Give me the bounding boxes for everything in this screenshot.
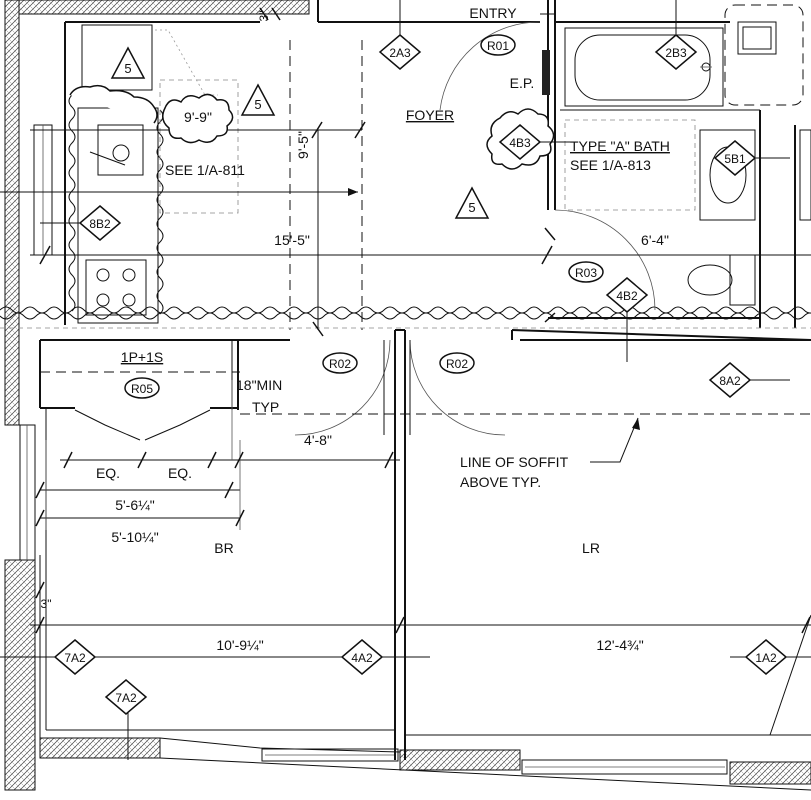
dim-18-min: 18"MIN (236, 377, 282, 393)
svg-text:R02: R02 (329, 357, 351, 371)
tag-8a2: 8A2 (708, 362, 790, 398)
dim-3-top: 3" (257, 11, 271, 22)
svg-text:4B2: 4B2 (616, 289, 638, 303)
svg-text:2B3: 2B3 (665, 46, 687, 60)
soffit-note-1: LINE OF SOFFIT (460, 454, 569, 470)
svg-text:7A2: 7A2 (115, 691, 137, 705)
tag-4b3: 4B3 (498, 124, 572, 160)
svg-text:5: 5 (124, 61, 131, 76)
tag-8b2: 8B2 (40, 205, 122, 241)
tag-2a3: 2A3 (378, 0, 422, 70)
dim-4-8: 4'-8" (304, 432, 332, 448)
lr-label: LR (582, 540, 600, 556)
exterior-wall-top (18, 0, 310, 15)
tag-2b3: 2B3 (654, 0, 698, 70)
tag-7a2-b: 7A2 (104, 679, 148, 715)
bathtub (564, 27, 724, 107)
exterior-wall-bottom (39, 737, 811, 785)
svg-text:R01: R01 (487, 39, 509, 53)
dim-15-5: 15'-5" (274, 232, 310, 248)
exterior-wall-left (4, 0, 36, 791)
window-left (19, 124, 53, 561)
tag-5b1: 5B1 (713, 140, 790, 176)
break-line (0, 306, 811, 320)
room-tag-r03: R03 (568, 261, 604, 283)
stove (85, 259, 147, 316)
mechanical-box (724, 4, 804, 106)
revision-triangle-2: 5 (240, 83, 276, 116)
dim-18-typ: TYP (252, 399, 279, 415)
svg-text:R05: R05 (131, 382, 153, 396)
kitchen-ref-label: SEE 1/A-811 (165, 162, 245, 178)
vanity (699, 129, 811, 221)
electrical-panel (542, 50, 550, 95)
room-tag-r01: R01 (480, 34, 516, 56)
revision-cloud-9-9 (162, 93, 234, 144)
svg-text:4B3: 4B3 (509, 136, 531, 150)
dim-10-9: 10'-9¼" (216, 637, 263, 653)
kitchen-sink (89, 124, 144, 176)
closet-label: 1P+1S (121, 349, 163, 365)
window-bottom (159, 737, 811, 791)
room-tag-r02-br: R02 (322, 352, 358, 374)
room-tag-r02-lr: R02 (439, 352, 475, 374)
dim-12-4: 12'-4¾" (596, 637, 643, 653)
revision-triangle-1: 5 (110, 46, 146, 79)
dim-5-10: 5'-10¼" (111, 529, 158, 545)
bath-type-label: TYPE "A" BATH (570, 138, 670, 154)
bath-ref-label: SEE 1/A-813 (570, 157, 651, 173)
bath-outline (564, 119, 696, 211)
svg-text:1A2: 1A2 (755, 651, 777, 665)
toilet (687, 254, 756, 306)
dim-9-5: 9'-5" (295, 131, 311, 159)
entry-label: ENTRY (469, 5, 517, 21)
soffit-note-2: ABOVE TYP. (460, 474, 541, 490)
dim-3-left: 3" (41, 597, 52, 611)
tag-1a2: 1A2 (744, 639, 788, 675)
dim-eq-1: EQ. (96, 465, 120, 481)
svg-text:8B2: 8B2 (89, 217, 111, 231)
dim-6-4: 6'-4" (641, 232, 669, 248)
svg-text:7A2: 7A2 (64, 651, 86, 665)
tag-7a2-a: 7A2 (53, 639, 97, 675)
svg-text:5: 5 (254, 97, 261, 112)
dim-9-9: 9'-9" (184, 109, 212, 125)
door-swings (74, 21, 656, 441)
room-tag-r05: R05 (124, 377, 160, 399)
svg-text:R02: R02 (446, 357, 468, 371)
revision-cloud-kitchen (69, 84, 158, 124)
cabinet-swing (155, 29, 218, 96)
dim-eq-2: EQ. (168, 465, 192, 481)
svg-text:R03: R03 (575, 266, 597, 280)
svg-text:4A2: 4A2 (351, 651, 373, 665)
revision-triangle-3: 5 (454, 186, 490, 219)
cabinet-outline (159, 79, 239, 214)
svg-text:5: 5 (468, 200, 475, 215)
soffit-lines (0, 40, 811, 415)
ep-label: E.P. (510, 75, 535, 91)
svg-text:2A3: 2A3 (389, 46, 411, 60)
dim-5-6: 5'-6¼" (115, 497, 155, 513)
svg-text:8A2: 8A2 (719, 374, 741, 388)
dimension-lines (0, 7, 811, 760)
foyer-label: FOYER (406, 107, 454, 123)
tag-4a2: 4A2 (340, 639, 384, 675)
svg-text:5B1: 5B1 (724, 152, 746, 166)
tag-4b2: 4B2 (605, 277, 649, 362)
br-label: BR (214, 540, 233, 556)
